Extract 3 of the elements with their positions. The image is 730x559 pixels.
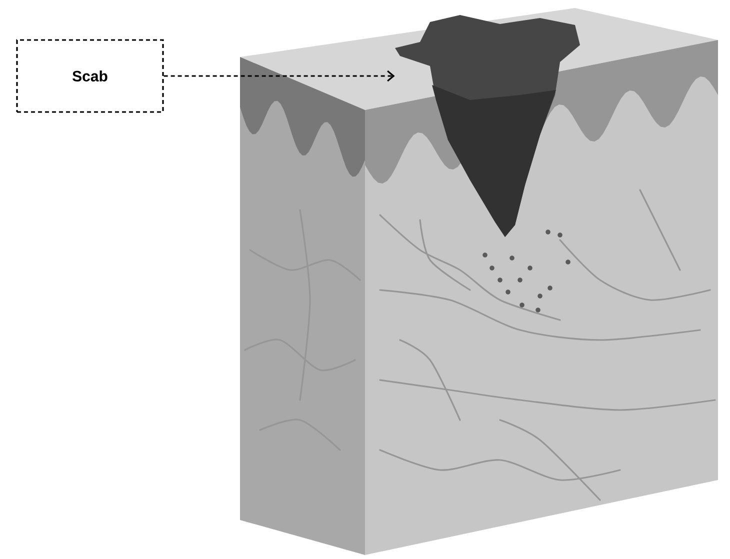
label-box: Scab bbox=[16, 39, 164, 113]
arrow bbox=[164, 70, 395, 82]
scab-picture bbox=[395, 15, 580, 237]
